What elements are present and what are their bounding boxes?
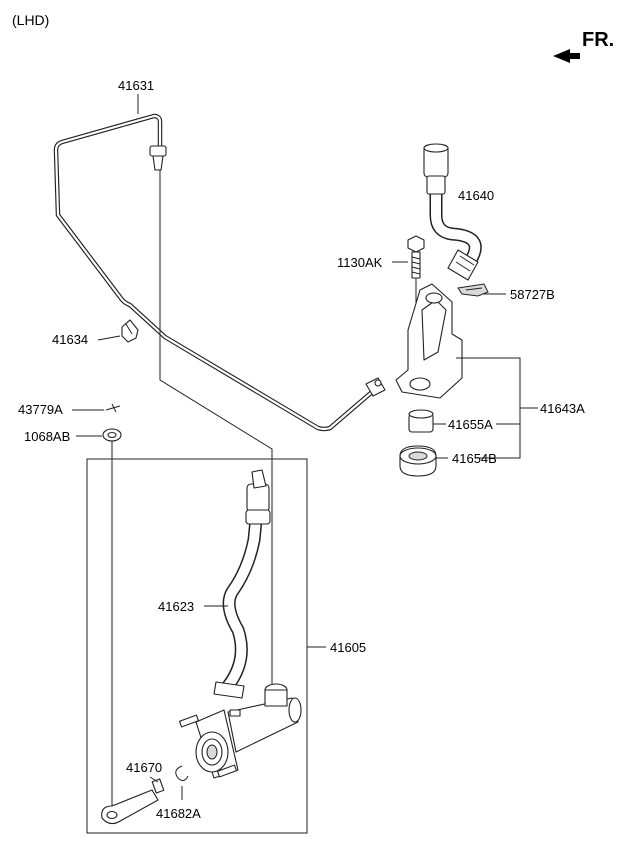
bolt-1130AK — [407, 235, 425, 279]
label-41631: 41631 — [118, 78, 154, 93]
bushing-41655A — [408, 409, 434, 433]
label-41605: 41605 — [330, 640, 366, 655]
front-direction-label: FR. — [582, 29, 614, 51]
reservoir-hose-41623 — [213, 469, 271, 699]
label-1130AK: 1130AK — [337, 255, 383, 270]
label-41654B: 41654B — [452, 451, 497, 466]
label-58727B: 58727B — [510, 287, 555, 302]
clip-41634 — [121, 319, 139, 343]
clevis-41670 — [101, 778, 165, 825]
label-41682A: 41682A — [156, 806, 201, 821]
label-41634: 41634 — [52, 332, 88, 347]
assembly-frame-41605 — [86, 458, 308, 834]
grommet-41654B — [399, 445, 437, 477]
clutch-master-cylinder — [178, 683, 302, 779]
clip-58727B — [457, 283, 489, 297]
front-arrow-icon — [553, 49, 580, 63]
variant-label: (LHD) — [12, 12, 49, 28]
clutch-tube-41631 — [53, 113, 386, 432]
label-41655A: 41655A — [448, 417, 493, 432]
label-41670: 41670 — [126, 760, 162, 775]
label-41640: 41640 — [458, 188, 494, 203]
label-1068AB: 1068AB — [24, 429, 70, 444]
bracket-41643A — [395, 283, 463, 399]
clip-43779A — [105, 403, 121, 413]
label-41643A: 41643A — [540, 401, 585, 416]
label-41623: 41623 — [158, 599, 194, 614]
label-43779A: 43779A — [18, 402, 63, 417]
washer-1068AB — [102, 428, 122, 442]
clutch-hose-41640 — [423, 143, 482, 281]
clip-41682A — [175, 765, 189, 782]
